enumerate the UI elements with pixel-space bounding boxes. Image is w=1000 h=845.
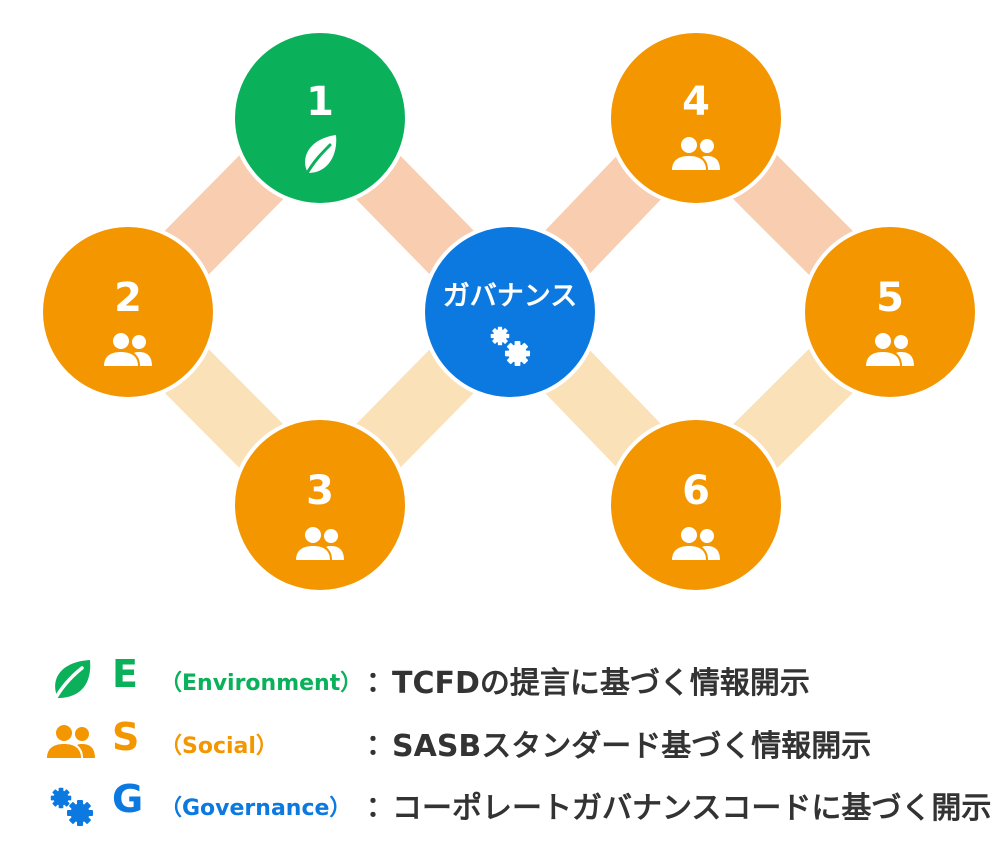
node-2: 2	[39, 223, 217, 401]
gears-icon	[50, 787, 93, 826]
legend-g-paren: （Governance）	[160, 796, 352, 821]
legend-g-desc: コーポレートガバナンスコードに基づく開示	[392, 791, 992, 826]
node-1-label: 1	[306, 79, 334, 125]
leaf-icon	[52, 660, 91, 702]
legend-row-s: S （Social） ： SASBスタンダード基づく情報開示	[0, 713, 1000, 773]
node-4: 4	[607, 29, 785, 207]
legend-e-colon: ：	[366, 665, 395, 698]
node-6: 6	[607, 416, 785, 594]
node-6-label: 6	[682, 468, 710, 514]
node-governance: ガバナンス	[421, 223, 599, 401]
node-4-label: 4	[682, 79, 710, 125]
esg-network-diagram: 1 2 3 4 5 6 ガバナンス	[39, 29, 979, 594]
legend-g-colon: ：	[366, 790, 395, 823]
node-governance-label: ガバナンス	[443, 281, 577, 312]
legend-s-colon: ：	[366, 728, 395, 761]
node-1: 1	[231, 29, 409, 207]
legend-s-paren: （Social）	[160, 734, 278, 759]
legend-e-letter: E	[112, 652, 138, 696]
legend-s-letter: S	[112, 715, 140, 759]
legend-row-g: G （Governance） ： コーポレートガバナンスコードに基づく開示	[0, 775, 1000, 835]
legend-e-paren: （Environment）	[160, 671, 363, 696]
legend-row-e: E （Environment） ： TCFDの提言に基づく情報開示	[0, 650, 1000, 710]
node-5: 5	[801, 223, 979, 401]
people-icon	[47, 725, 95, 758]
legend-s-desc: SASBスタンダード基づく情報開示	[392, 729, 872, 764]
node-5-label: 5	[876, 275, 904, 321]
legend-g-letter: G	[112, 777, 144, 821]
leaf-icon	[304, 135, 337, 177]
legend-e-desc: TCFDの提言に基づく情報開示	[392, 666, 810, 701]
node-3: 3	[231, 416, 409, 594]
node-2-label: 2	[114, 275, 142, 321]
node-3-label: 3	[306, 468, 334, 514]
